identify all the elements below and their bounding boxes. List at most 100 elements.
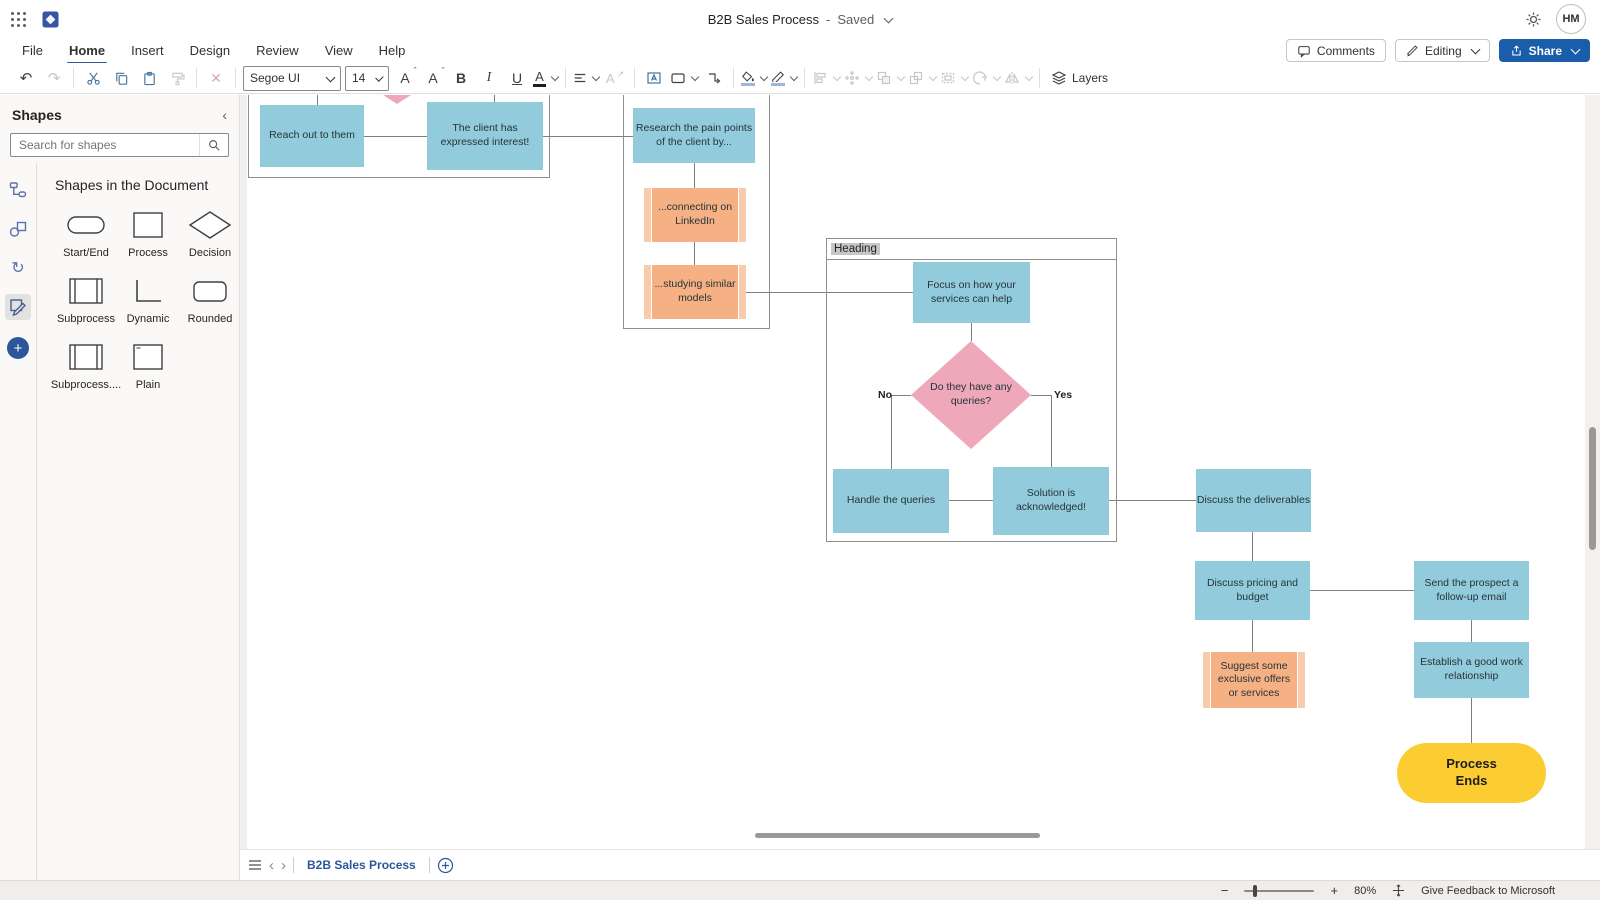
zoom-in-button[interactable]: + [1330,883,1339,898]
connector[interactable] [1310,590,1414,591]
stencil-flowchart-icon[interactable] [5,177,31,203]
horizontal-scrollbar[interactable] [755,833,1040,838]
menu-home[interactable]: Home [57,40,117,64]
page-tab-b2b-sales-process[interactable]: B2B Sales Process [307,858,416,872]
change-shape-button[interactable] [668,66,700,90]
stencil-cycle-icon[interactable]: ↻ [11,260,25,277]
connector[interactable] [364,136,427,137]
node-handle-queries[interactable]: Handle the queries [833,469,949,533]
layers-button[interactable]: Layers [1045,66,1114,90]
node-research-pain-points[interactable]: Research the pain points of the client b… [633,108,755,163]
menu-view[interactable]: View [324,43,353,58]
connector[interactable] [1109,500,1196,501]
copy-button[interactable] [107,66,135,90]
font-family-select[interactable]: Segoe UI [243,65,341,91]
settings-gear-icon[interactable] [1525,11,1542,28]
node-studying-models[interactable]: ...studying similar models [644,265,746,319]
editing-mode-button[interactable]: Editing [1394,39,1490,62]
connector[interactable] [694,242,695,265]
redo-button[interactable]: ↷ [47,70,61,87]
line-color-button[interactable] [769,66,799,90]
stencil-shape-decision[interactable]: Decision [179,209,241,259]
document-title-bar[interactable]: B2B Sales Process - Saved [0,0,1600,38]
underline-button[interactable]: U [511,70,523,86]
waffle-menu-icon[interactable] [11,11,26,27]
connector[interactable] [1471,620,1472,642]
stencil-basic-shapes-icon[interactable] [5,216,31,242]
zoom-slider[interactable] [1244,884,1315,897]
flip-shape-button[interactable] [1002,66,1034,90]
connector[interactable] [494,95,495,102]
font-size-select[interactable]: 14 [345,65,389,91]
comments-button[interactable]: Comments [1285,39,1386,62]
clipped-decision-shape[interactable] [383,95,411,104]
node-solution-acknowledged[interactable]: Solution is acknowledged! [993,467,1109,535]
menu-file[interactable]: File [22,43,43,58]
bold-button[interactable]: B [455,70,467,86]
stencil-shape-subprocess2[interactable]: Subprocess.... [51,341,121,391]
connector[interactable] [1252,620,1253,652]
share-button[interactable]: Share [1498,39,1590,62]
stencil-shape-subprocess[interactable]: Subprocess [55,275,117,325]
arrange-order-button[interactable] [906,66,938,90]
node-process-ends[interactable]: Process Ends [1397,743,1546,803]
add-stencil-button[interactable]: + [7,337,29,359]
menu-review[interactable]: Review [256,43,299,58]
connector[interactable] [891,395,892,469]
align-shapes-button[interactable] [810,66,842,90]
group-container-research[interactable] [623,95,770,329]
menu-insert[interactable]: Insert [131,43,164,58]
group-container-heading[interactable]: Heading [826,238,1117,542]
connector[interactable] [543,136,633,137]
fill-color-button[interactable] [739,66,769,90]
container-heading-bar[interactable]: Heading [827,239,1116,260]
connector[interactable] [949,500,993,501]
node-send-followup[interactable]: Send the prospect a follow-up email [1414,561,1529,620]
pages-menu-icon[interactable] [248,859,262,871]
paste-button[interactable] [135,66,163,90]
align-text-button[interactable] [571,66,601,90]
node-client-interest[interactable]: The client has expressed interest! [427,102,543,170]
stencil-shape-process[interactable]: Process [117,209,179,259]
font-color-button[interactable]: A [531,66,560,90]
group-button[interactable] [874,66,906,90]
connector[interactable] [971,323,972,341]
add-page-button[interactable] [437,857,454,874]
chevron-down-icon[interactable] [883,13,894,23]
connector[interactable] [1252,532,1253,561]
zoom-slider-handle[interactable] [1253,884,1258,897]
connector[interactable] [694,163,695,188]
menu-design[interactable]: Design [189,43,231,58]
container-button[interactable] [938,66,970,90]
node-reach-out[interactable]: Reach out to them [260,105,364,167]
node-discuss-deliverables[interactable]: Discuss the deliverables [1196,469,1311,532]
feedback-link[interactable]: Give Feedback to Microsoft [1421,884,1555,897]
connector[interactable] [1051,395,1052,467]
drawing-canvas[interactable]: Heading Reach out to them The client has… [240,95,1600,849]
node-suggest-offers[interactable]: Suggest some exclusive offers or service… [1203,652,1305,708]
cut-button[interactable] [79,66,107,90]
stencil-shape-dynamic[interactable]: Dynamic [117,275,179,325]
text-direction-button[interactable]: A↗ [605,68,625,86]
undo-button[interactable]: ↶ [19,70,33,87]
stencil-shape-start-end[interactable]: Start/End [55,209,117,259]
delete-button[interactable]: ✕ [210,69,222,86]
vertical-scrollbar-thumb[interactable] [1589,427,1596,550]
avatar[interactable]: HM [1556,4,1586,34]
position-button[interactable] [842,66,874,90]
connector-button[interactable] [700,66,728,90]
connector[interactable] [317,95,318,105]
connector[interactable] [746,292,913,293]
search-input[interactable] [11,138,199,152]
menu-help[interactable]: Help [378,43,406,58]
connector[interactable] [891,395,911,396]
connector[interactable] [1471,698,1472,743]
prev-page-icon[interactable]: ‹ [269,856,274,874]
zoom-level[interactable]: 80% [1354,884,1377,897]
search-icon[interactable] [199,134,228,156]
stencil-shape-plain[interactable]: Plain [117,341,179,391]
italic-button[interactable]: I [486,70,492,85]
zoom-out-button[interactable]: − [1220,883,1229,898]
stencil-document-shapes-icon[interactable] [5,294,31,320]
